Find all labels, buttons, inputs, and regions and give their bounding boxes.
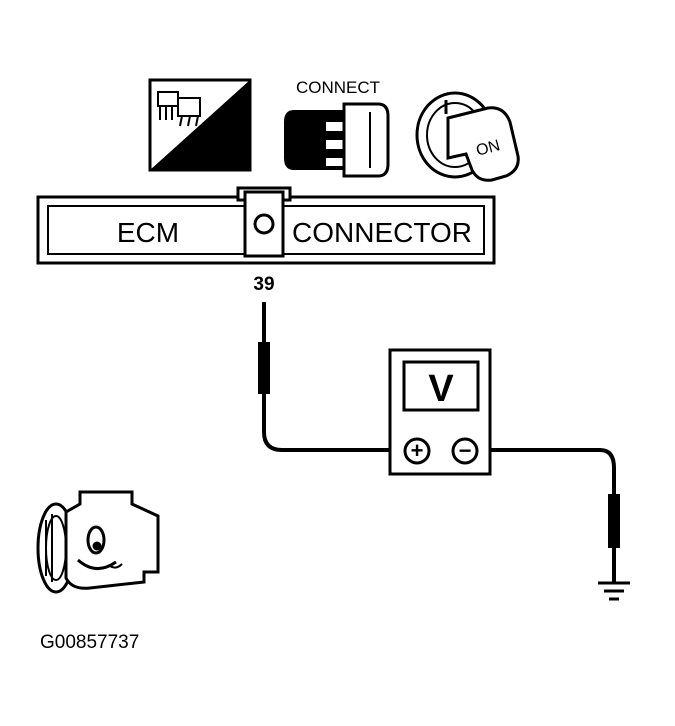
negative-test-lead [486, 448, 620, 582]
connector-pins-icon [157, 91, 201, 127]
sensor-mascot-icon [36, 490, 160, 594]
connect-icon: CONNECT [284, 78, 390, 178]
minus-terminal-icon [451, 437, 479, 465]
plus-terminal-label: + [411, 438, 424, 463]
ground-icon [598, 581, 630, 601]
voltmeter: V + − [388, 348, 492, 476]
connector-label: CONNECTOR [292, 217, 472, 248]
positive-test-lead [258, 302, 392, 452]
ecm-label: ECM [117, 217, 179, 248]
ignition-key-icon: ON [446, 106, 520, 182]
figure-id-label: G00857737 [40, 632, 139, 653]
pin-number-label: 39 [253, 274, 274, 295]
minus-terminal-label: − [459, 438, 472, 463]
voltmeter-display: V [428, 368, 454, 410]
ignition-on-icon: ON [415, 91, 520, 182]
ecm-connector: ECM CONNECTOR 39 [36, 186, 496, 295]
ignition-on-label: ON [474, 137, 502, 160]
harness-side-icon: H.S. [148, 78, 252, 172]
pin-39-terminal [253, 213, 275, 235]
plus-terminal-icon [403, 437, 431, 465]
connect-label: CONNECT [296, 78, 380, 97]
hs-label: H.S. [193, 145, 232, 167]
